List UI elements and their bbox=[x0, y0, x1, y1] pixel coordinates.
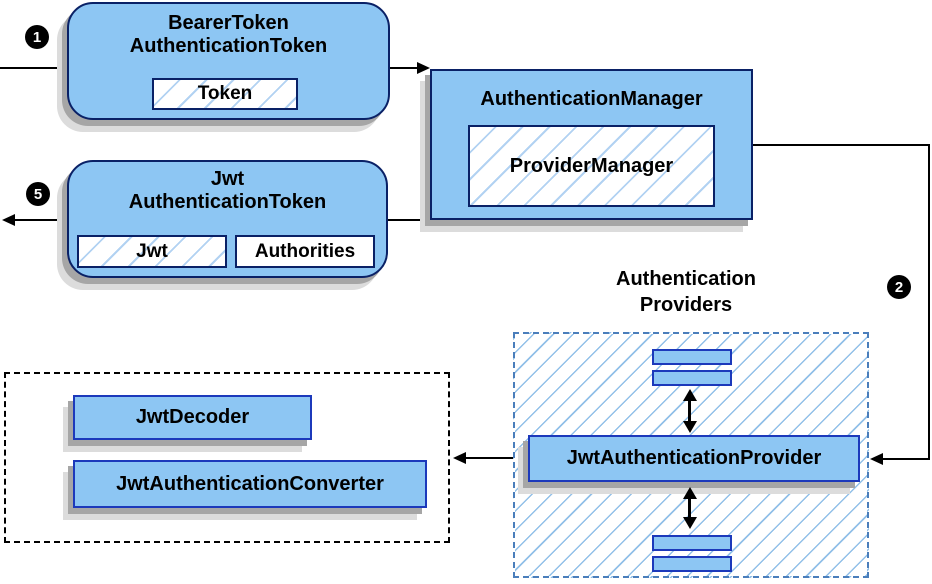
other-provider-bar-bottom-1 bbox=[652, 535, 732, 551]
authorities-field: Authorities bbox=[235, 235, 375, 268]
bearer-token-title-line1: BearerToken bbox=[168, 12, 289, 34]
other-provider-bar-top-2 bbox=[652, 370, 732, 386]
step-1-badge: 1 bbox=[25, 25, 49, 49]
token-field-label: Token bbox=[197, 83, 253, 104]
jwt-decoder-label: JwtDecoder bbox=[135, 406, 250, 428]
authentication-providers-label-line1: Authentication bbox=[616, 268, 756, 290]
jwt-token-title: Jwt AuthenticationToken bbox=[69, 168, 386, 214]
jwt-authentication-provider-node: JwtAuthenticationProvider bbox=[528, 435, 860, 482]
authentication-providers-label-line2: Providers bbox=[639, 294, 733, 316]
authentication-manager-node: AuthenticationManager ProviderManager bbox=[430, 69, 753, 220]
provider-manager-label: ProviderManager bbox=[509, 154, 674, 177]
arrowhead-into-jwt-authentication-provider-icon bbox=[870, 453, 883, 465]
jwt-token-title-line1: Jwt bbox=[210, 168, 245, 190]
flow-line-manager-out-vertical bbox=[928, 144, 930, 460]
jwt-field: Jwt bbox=[77, 235, 227, 268]
bearer-token-title: BearerToken AuthenticationToken bbox=[69, 12, 388, 58]
other-provider-bar-top-1 bbox=[652, 349, 732, 365]
token-field: Token bbox=[152, 78, 298, 110]
double-arrow-top-icon bbox=[683, 389, 697, 433]
flow-line-response-out bbox=[14, 219, 67, 221]
arrowhead-response-out-icon bbox=[2, 214, 15, 226]
flow-line-request-in bbox=[0, 67, 64, 69]
double-arrow-bottom-icon bbox=[683, 487, 697, 529]
jwt-token-title-line2: AuthenticationToken bbox=[128, 191, 327, 213]
authentication-manager-title: AuthenticationManager bbox=[480, 88, 703, 110]
flow-line-token-to-manager bbox=[390, 67, 418, 69]
authentication-providers-label: Authentication Providers bbox=[586, 266, 786, 318]
other-provider-bar-bottom-2 bbox=[652, 556, 732, 572]
jwt-authentication-provider-label: JwtAuthenticationProvider bbox=[566, 447, 822, 469]
authorities-field-label: Authorities bbox=[254, 240, 356, 262]
arrowhead-into-authentication-manager-icon bbox=[417, 62, 430, 74]
jwt-authentication-converter-node: JwtAuthenticationConverter bbox=[73, 460, 427, 508]
arrowhead-into-decoder-group-icon bbox=[453, 452, 466, 464]
flow-line-manager-out-horizontal bbox=[753, 144, 930, 146]
step-2-badge: 2 bbox=[887, 275, 911, 299]
provider-manager-node: ProviderManager bbox=[468, 125, 715, 207]
jwt-authentication-converter-label: JwtAuthenticationConverter bbox=[116, 472, 384, 495]
flow-line-manager-to-jwt-token bbox=[388, 219, 430, 221]
bearer-token-authentication-token-node: BearerToken AuthenticationToken Token bbox=[67, 2, 390, 120]
bearer-token-title-line2: AuthenticationToken bbox=[129, 35, 328, 57]
flow-line-provider-to-decoder-group bbox=[466, 457, 528, 459]
flow-line-into-provider bbox=[882, 458, 930, 460]
jwt-decoder-node: JwtDecoder bbox=[73, 395, 312, 440]
jwt-field-label: Jwt bbox=[136, 240, 168, 262]
step-5-badge: 5 bbox=[26, 182, 50, 206]
jwt-authentication-token-node: Jwt AuthenticationToken Jwt Authorities bbox=[67, 160, 388, 278]
